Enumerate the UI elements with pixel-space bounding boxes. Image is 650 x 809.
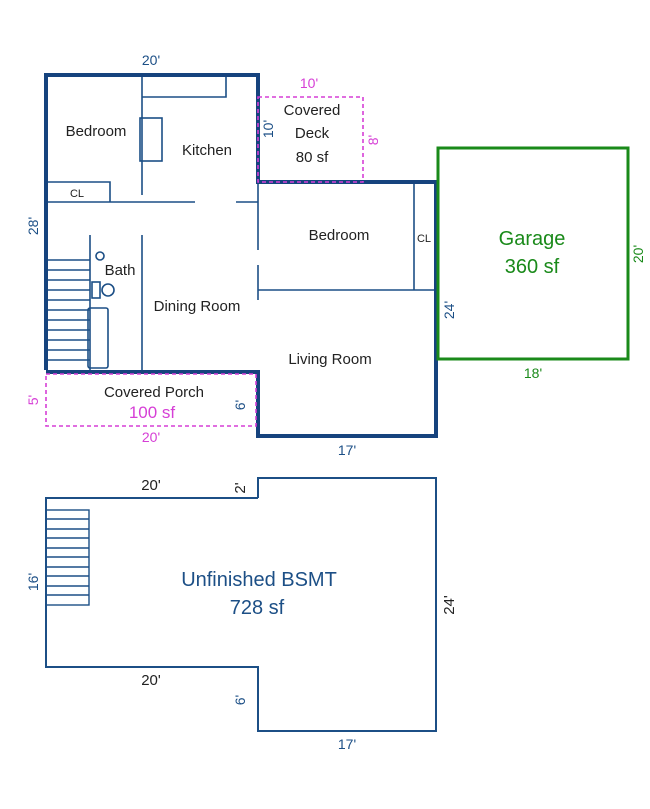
deck-dim-top: 10' [300, 75, 318, 91]
bath-label: Bath [105, 262, 136, 279]
porch-label: Covered Porch [104, 384, 204, 401]
porch-dim-left: 5' [25, 395, 41, 405]
main-stairs [48, 259, 90, 361]
deck-label-line1: Covered [284, 102, 341, 119]
interior-walls [48, 77, 434, 370]
bedroom-1-label: Bedroom [66, 123, 127, 140]
covered-deck-outline [257, 96, 364, 183]
basement-area: 728 sf [230, 597, 285, 619]
kitchen-label: Kitchen [182, 142, 232, 159]
main-dim-top: 20' [142, 52, 160, 68]
living-room-label: Living Room [288, 351, 371, 368]
porch-dim-bottom: 20' [142, 429, 160, 445]
garage-dim-bottom: 18' [524, 365, 542, 381]
closet-2-label: CL [417, 233, 431, 245]
main-dim-left: 28' [25, 217, 41, 235]
porch-dim-right: 6' [232, 400, 248, 410]
basement-stairs [45, 509, 90, 606]
bedroom-2-label: Bedroom [309, 227, 370, 244]
deck-dim-left: 10' [260, 120, 276, 138]
garage-outline [436, 146, 630, 361]
garage-area: 360 sf [505, 256, 560, 278]
bsmt-dim-right: 24' [441, 595, 458, 615]
porch-area: 100 sf [129, 403, 176, 422]
garage-label: Garage [499, 228, 566, 250]
deck-area: 80 sf [296, 149, 329, 166]
bsmt-dim-bottom-left: 20' [141, 672, 161, 689]
closet-1-label: CL [70, 188, 84, 200]
main-dim-bottom: 17' [338, 442, 356, 458]
bsmt-dim-top: 20' [141, 477, 161, 494]
basement-label: Unfinished BSMT [181, 569, 337, 591]
bsmt-dim-notch-bottom: 6' [232, 695, 248, 705]
covered-porch-outline [45, 373, 257, 427]
bsmt-dim-left: 16' [25, 573, 41, 591]
bsmt-dim-notch-top: 2' [232, 482, 249, 493]
deck-dim-right: 8' [365, 135, 381, 145]
deck-label-line2: Deck [295, 125, 330, 142]
main-floor-walls [44, 73, 438, 438]
main-dim-right-inner: 24' [441, 301, 457, 319]
garage-dim-right: 20' [630, 245, 646, 263]
bsmt-dim-bottom: 17' [338, 736, 356, 752]
dining-room-label: Dining Room [154, 298, 241, 315]
